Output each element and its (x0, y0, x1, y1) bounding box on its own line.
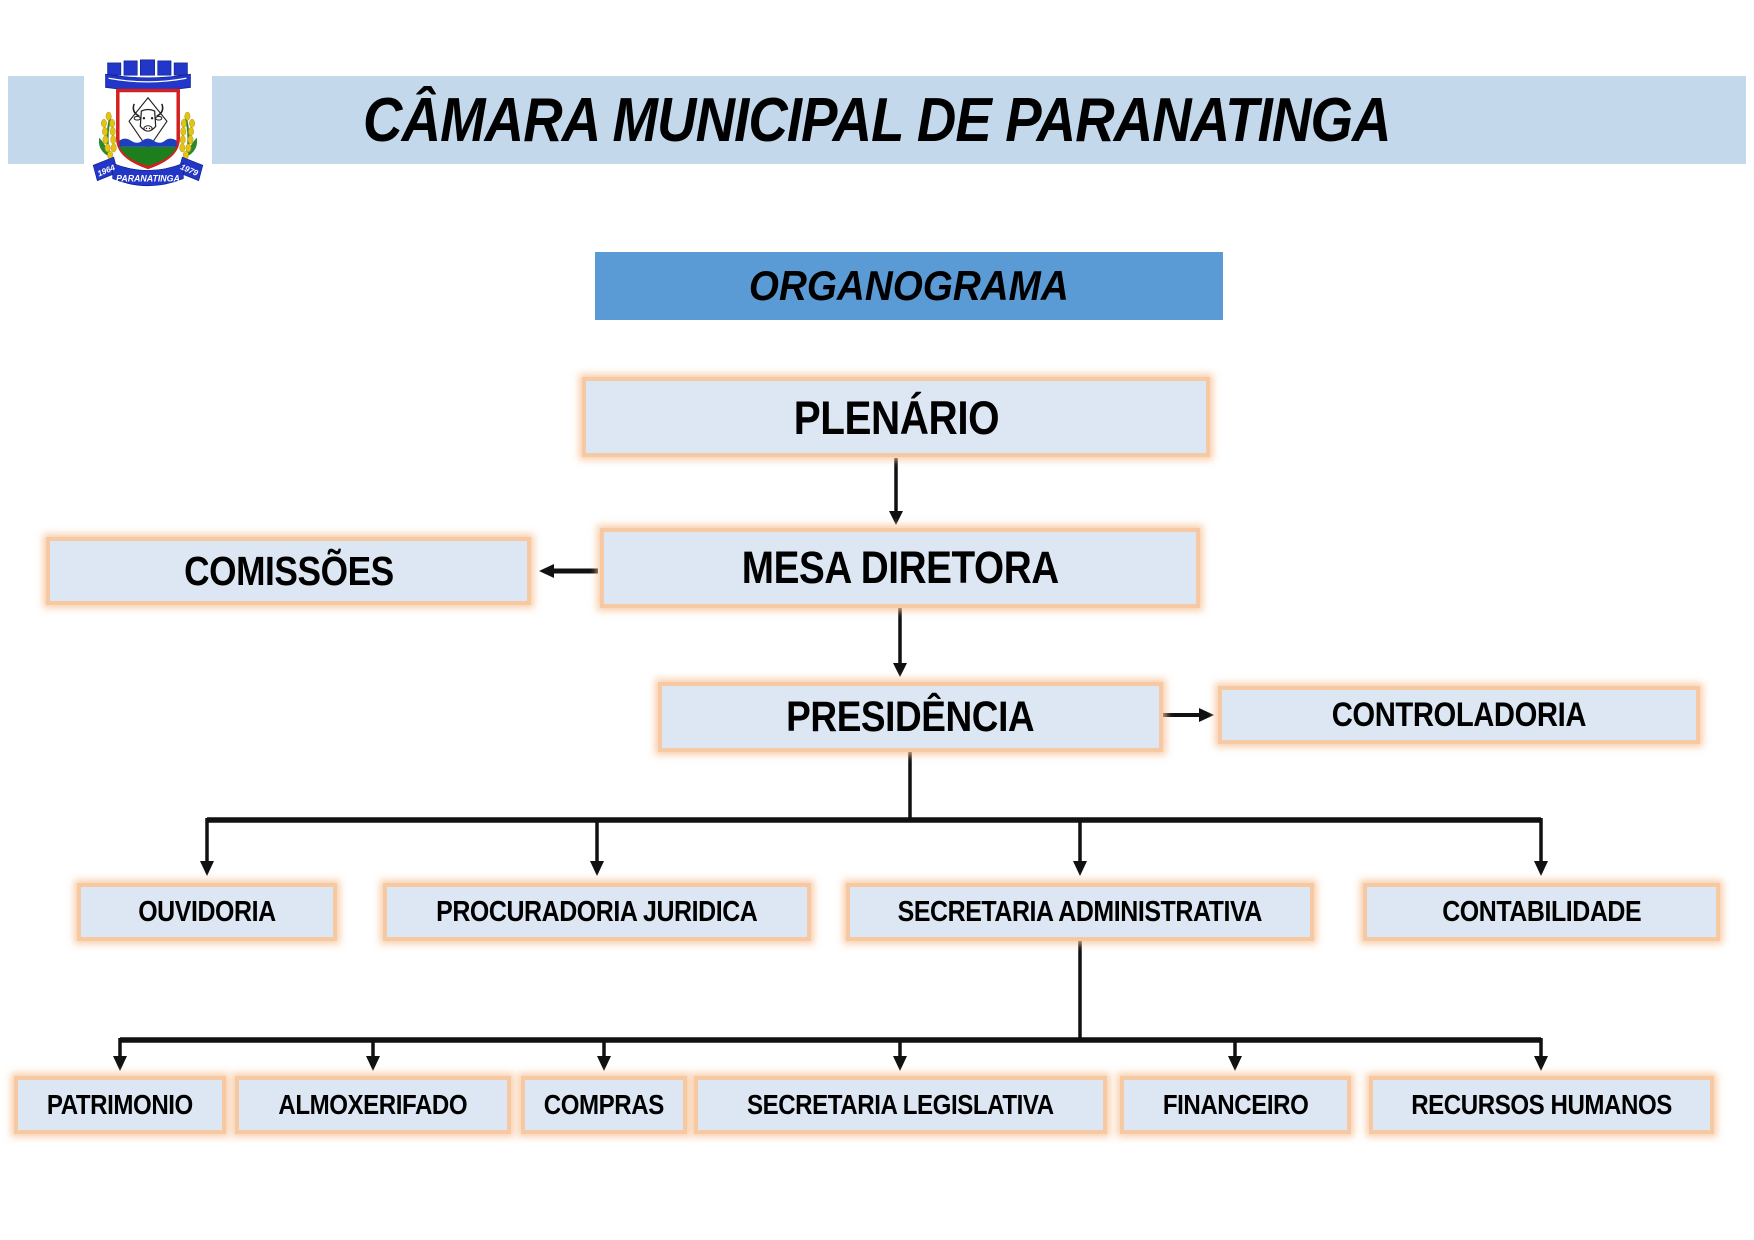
org-node-secretaria-administrativa-label: SECRETARIA ADMINISTRATIVA (897, 895, 1263, 928)
org-node-procuradoria-juridica-label: PROCURADORIA JURIDICA (436, 895, 758, 928)
org-node-ouvidoria: OUVIDORIA (77, 883, 337, 941)
org-node-controladoria: CONTROLADORIA (1218, 686, 1700, 744)
edge-presidencia-level2-tree (200, 752, 1548, 876)
org-node-procuradoria-juridica: PROCURADORIA JURIDICA (383, 883, 811, 941)
org-node-patrimonio-label: PATRIMONIO (47, 1089, 193, 1120)
page-title-text: CÂMARA MUNICIPAL DE PARANATINGA (363, 85, 1391, 155)
org-node-almoxerifado-label: ALMOXERIFADO (278, 1089, 468, 1120)
org-node-contabilidade-label: CONTABILIDADE (1441, 895, 1641, 928)
org-node-ouvidoria-label: OUVIDORIA (138, 895, 276, 928)
org-node-recursos-humanos-label: RECURSOS HUMANOS (1411, 1089, 1672, 1120)
org-node-comissoes-label: COMISSÕES (183, 547, 394, 594)
org-node-plenario: PLENÁRIO (582, 377, 1210, 457)
org-node-mesa-diretora-label: MESA DIRETORA (741, 542, 1059, 593)
edge-mesa-diretora-comissoes (539, 564, 598, 578)
org-node-financeiro: FINANCEIRO (1120, 1076, 1351, 1134)
organograma-heading: ORGANOGRAMA (595, 252, 1223, 320)
edge-mesa-diretora-presidencia (893, 608, 907, 677)
org-node-secretaria-administrativa: SECRETARIA ADMINISTRATIVA (846, 883, 1314, 941)
org-node-plenario-label: PLENÁRIO (793, 390, 999, 444)
org-node-controladoria-label: CONTROLADORIA (1331, 695, 1587, 734)
coat-of-arms-logo: 1964 PARANATINGA 1979 (84, 56, 212, 206)
edge-presidencia-controladoria (1163, 708, 1214, 722)
header-banner (8, 76, 1746, 164)
page-title: CÂMARA MUNICIPAL DE PARANATINGA (0, 76, 1754, 164)
coat-of-arms-icon: 1964 PARANATINGA 1979 (92, 59, 204, 187)
org-node-comissoes: COMISSÕES (46, 537, 531, 605)
org-node-secretaria-legislativa: SECRETARIA LEGISLATIVA (694, 1076, 1107, 1134)
org-node-secretaria-legislativa-label: SECRETARIA LEGISLATIVA (747, 1089, 1054, 1120)
edge-plenario-mesa-diretora (889, 458, 903, 525)
ribbon-city-name: PARANATINGA (116, 174, 180, 184)
org-node-mesa-diretora: MESA DIRETORA (600, 528, 1200, 608)
org-node-compras-label: COMPRAS (543, 1089, 665, 1120)
org-node-almoxerifado: ALMOXERIFADO (235, 1076, 511, 1134)
org-node-contabilidade: CONTABILIDADE (1363, 883, 1720, 941)
org-node-patrimonio: PATRIMONIO (14, 1076, 226, 1134)
org-node-presidencia: PRESIDÊNCIA (658, 682, 1163, 752)
edge-secretaria-administrativa-level3-tree (113, 941, 1548, 1071)
organograma-heading-text: ORGANOGRAMA (749, 262, 1069, 309)
org-node-recursos-humanos: RECURSOS HUMANOS (1369, 1076, 1714, 1134)
org-node-compras: COMPRAS (521, 1076, 687, 1134)
org-node-presidencia-label: PRESIDÊNCIA (786, 692, 1035, 741)
org-node-financeiro-label: FINANCEIRO (1162, 1089, 1309, 1120)
